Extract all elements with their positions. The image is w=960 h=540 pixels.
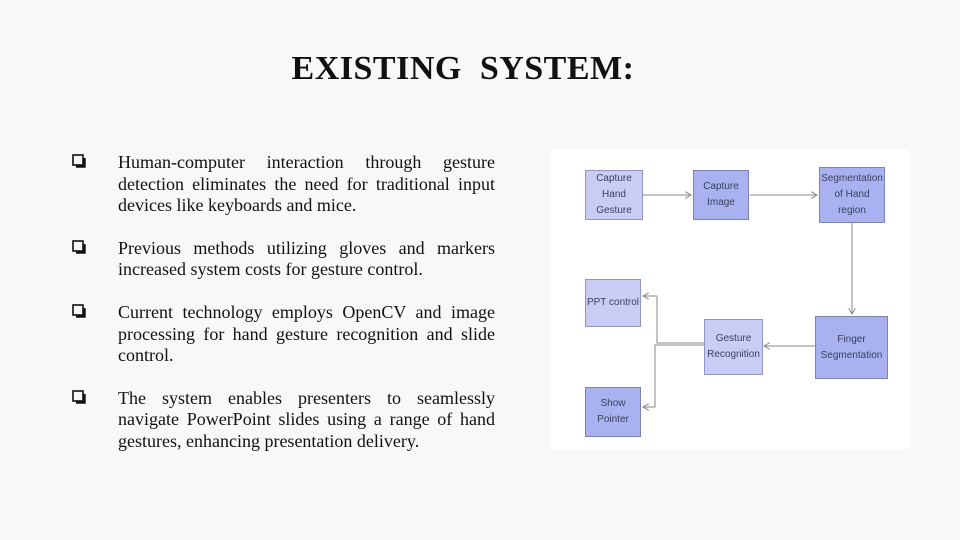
bullet-text: Current technology employs OpenCV and im… bbox=[118, 301, 495, 366]
node-show-pointer: Show Pointer bbox=[585, 387, 641, 437]
bullet-text: Previous methods utilizing gloves and ma… bbox=[118, 237, 495, 280]
checkbox-outline-icon bbox=[72, 152, 118, 168]
node-ppt-control: PPT control bbox=[585, 279, 641, 327]
checkbox-outline-icon bbox=[72, 238, 118, 254]
node-segmentation-hand-region: Segmentation of Hand region bbox=[819, 167, 885, 223]
bullet-item: Previous methods utilizing gloves and ma… bbox=[72, 238, 495, 281]
bullet-item: Human-computer interaction through gestu… bbox=[72, 152, 495, 217]
bullet-item: The system enables presenters to seamles… bbox=[72, 388, 495, 453]
node-gesture-recognition: Gesture Recognition bbox=[704, 319, 763, 375]
bullet-text: Human-computer interaction through gestu… bbox=[118, 152, 495, 216]
checkbox-outline-icon bbox=[72, 302, 118, 318]
node-finger-segmentation: Finger Segmentation bbox=[815, 316, 888, 379]
flow-diagram: Capture Hand Gesture Capture Image Segme… bbox=[551, 149, 910, 449]
node-capture-image: Capture Image bbox=[693, 170, 749, 220]
bullet-item: Current technology employs OpenCV and im… bbox=[72, 302, 495, 367]
arrow-recognition-to-pointer bbox=[643, 344, 704, 407]
diagram-connectors bbox=[624, 149, 910, 449]
bullet-text: The system enables presenters to seamles… bbox=[118, 387, 495, 451]
bullet-list: Human-computer interaction through gestu… bbox=[72, 152, 495, 474]
slide-title: EXISTING SYSTEM: bbox=[291, 50, 635, 87]
checkbox-outline-icon bbox=[72, 388, 118, 404]
arrow-recognition-to-ppt bbox=[643, 296, 704, 344]
node-capture-hand-gesture: Capture Hand Gesture bbox=[585, 170, 643, 220]
